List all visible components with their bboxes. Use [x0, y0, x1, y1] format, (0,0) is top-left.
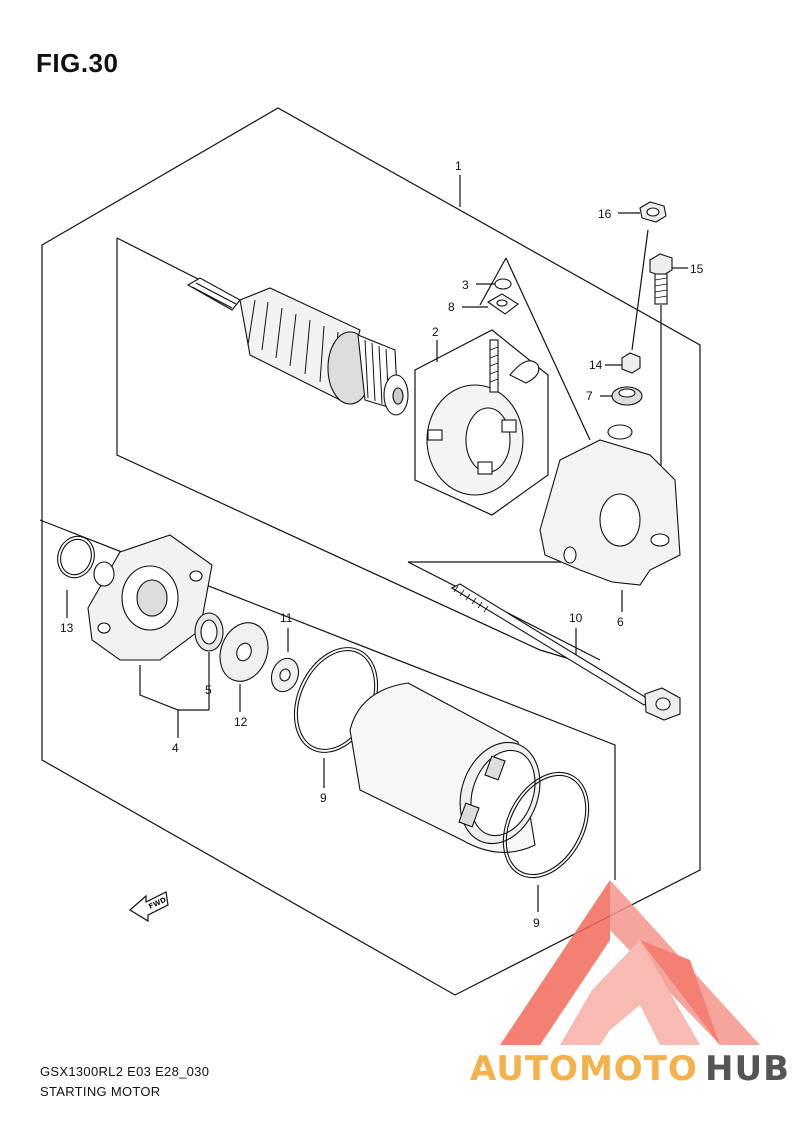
- callout-1: 1: [455, 159, 462, 173]
- o-ring-9-right: [502, 771, 590, 879]
- watermark-logo-icon: [500, 880, 760, 1045]
- callout-8: 8: [448, 300, 455, 314]
- figure-caption: STARTING MOTOR: [40, 1084, 161, 1099]
- o-ring-3: [494, 278, 512, 290]
- leader-3-diag2: [479, 257, 507, 306]
- terminal-plate-8: [486, 293, 519, 315]
- callout-7: 7: [586, 389, 593, 403]
- leader-4-bracket: [139, 665, 209, 711]
- callout-6: 6: [617, 615, 624, 629]
- armature-subframe-top: [116, 237, 201, 281]
- callout-11: 11: [280, 611, 293, 625]
- o-ring-9-right-inner: [505, 774, 587, 876]
- figure-title: FIG.30: [36, 48, 119, 78]
- o-ring-7: [611, 386, 643, 406]
- bolt-15: [649, 253, 673, 305]
- callout-16: 16: [598, 207, 612, 221]
- yoke-subframe: [39, 519, 616, 880]
- armature: [186, 277, 409, 416]
- nut-14: [621, 352, 641, 374]
- callout-9-right: 9: [533, 916, 540, 930]
- through-bolt: [450, 583, 681, 721]
- callout-5: 5: [205, 683, 212, 697]
- callout-10: 10: [569, 611, 583, 625]
- watermark-text-part2: HUB: [705, 1049, 790, 1089]
- callout-13: 13: [60, 621, 74, 635]
- brush-holder: [414, 329, 549, 516]
- leader-16-down: [631, 229, 649, 351]
- fwd-arrow-icon: FWD: [128, 891, 169, 923]
- callout-9-left: 9: [320, 791, 327, 805]
- model-code: GSX1300RL2 E03 E28_030: [40, 1064, 210, 1079]
- callout-14: 14: [589, 358, 603, 372]
- nut-16: [639, 201, 667, 223]
- leader-3-diag: [505, 257, 591, 441]
- motor-yoke: [349, 682, 541, 853]
- front-end-cover: [87, 534, 213, 661]
- watermark-text-part1: AUTOMOTO: [470, 1049, 698, 1089]
- callout-15: 15: [690, 262, 704, 276]
- washer-11: [270, 657, 300, 693]
- callout-12: 12: [234, 715, 248, 729]
- assembly-frame-outer: [41, 107, 701, 996]
- washer-12: [219, 622, 269, 682]
- o-ring-13: [57, 535, 95, 579]
- callout-2: 2: [432, 325, 439, 339]
- o-ring-13-inner: [60, 538, 92, 576]
- callout-3: 3: [462, 278, 469, 292]
- oil-seal-5: [194, 612, 224, 652]
- housing-end-cover: [539, 424, 681, 586]
- callout-4: 4: [172, 741, 179, 755]
